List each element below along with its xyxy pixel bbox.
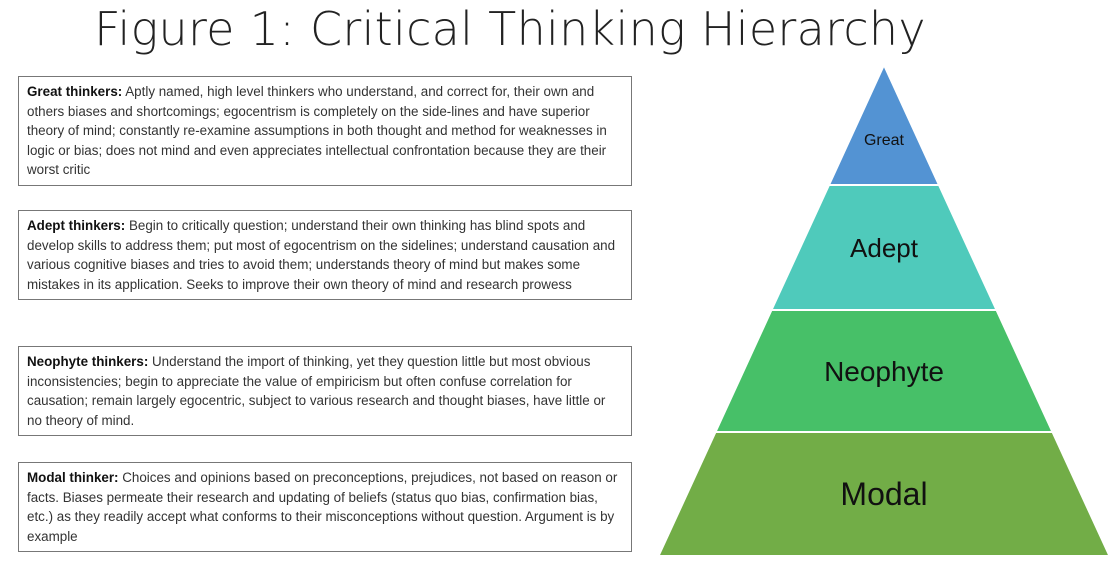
description-adept: Adept thinkers: Begin to critically ques… — [18, 210, 632, 301]
term: Adept thinkers: — [27, 218, 126, 233]
term: Neophyte thinkers: — [27, 354, 149, 369]
description-text: Aptly named, high level thinkers who und… — [27, 84, 607, 178]
description-text: Begin to critically question; understand… — [27, 218, 616, 292]
label-adept: Adept — [850, 233, 919, 263]
label-modal: Modal — [840, 476, 927, 512]
term: Modal thinker: — [27, 470, 119, 485]
label-great: Great — [864, 132, 905, 149]
description-neophyte: Neophyte thinkers: Understand the import… — [18, 346, 632, 437]
pyramid-level-great — [827, 62, 941, 186]
term: Great thinkers: — [27, 84, 123, 99]
description-text: Understand the import of thinking, yet t… — [27, 354, 606, 428]
description-great: Great thinkers: Aptly named, high level … — [18, 76, 632, 186]
description-modal: Modal thinker: Choices and opinions base… — [18, 462, 632, 553]
description-text: Choices and opinions based on preconcept… — [27, 470, 618, 544]
label-neophyte: Neophyte — [824, 356, 944, 387]
figure-title: Figure 1: Critical Thinking Hierarchy — [94, 2, 926, 56]
pyramid-level-modal — [656, 431, 1112, 557]
